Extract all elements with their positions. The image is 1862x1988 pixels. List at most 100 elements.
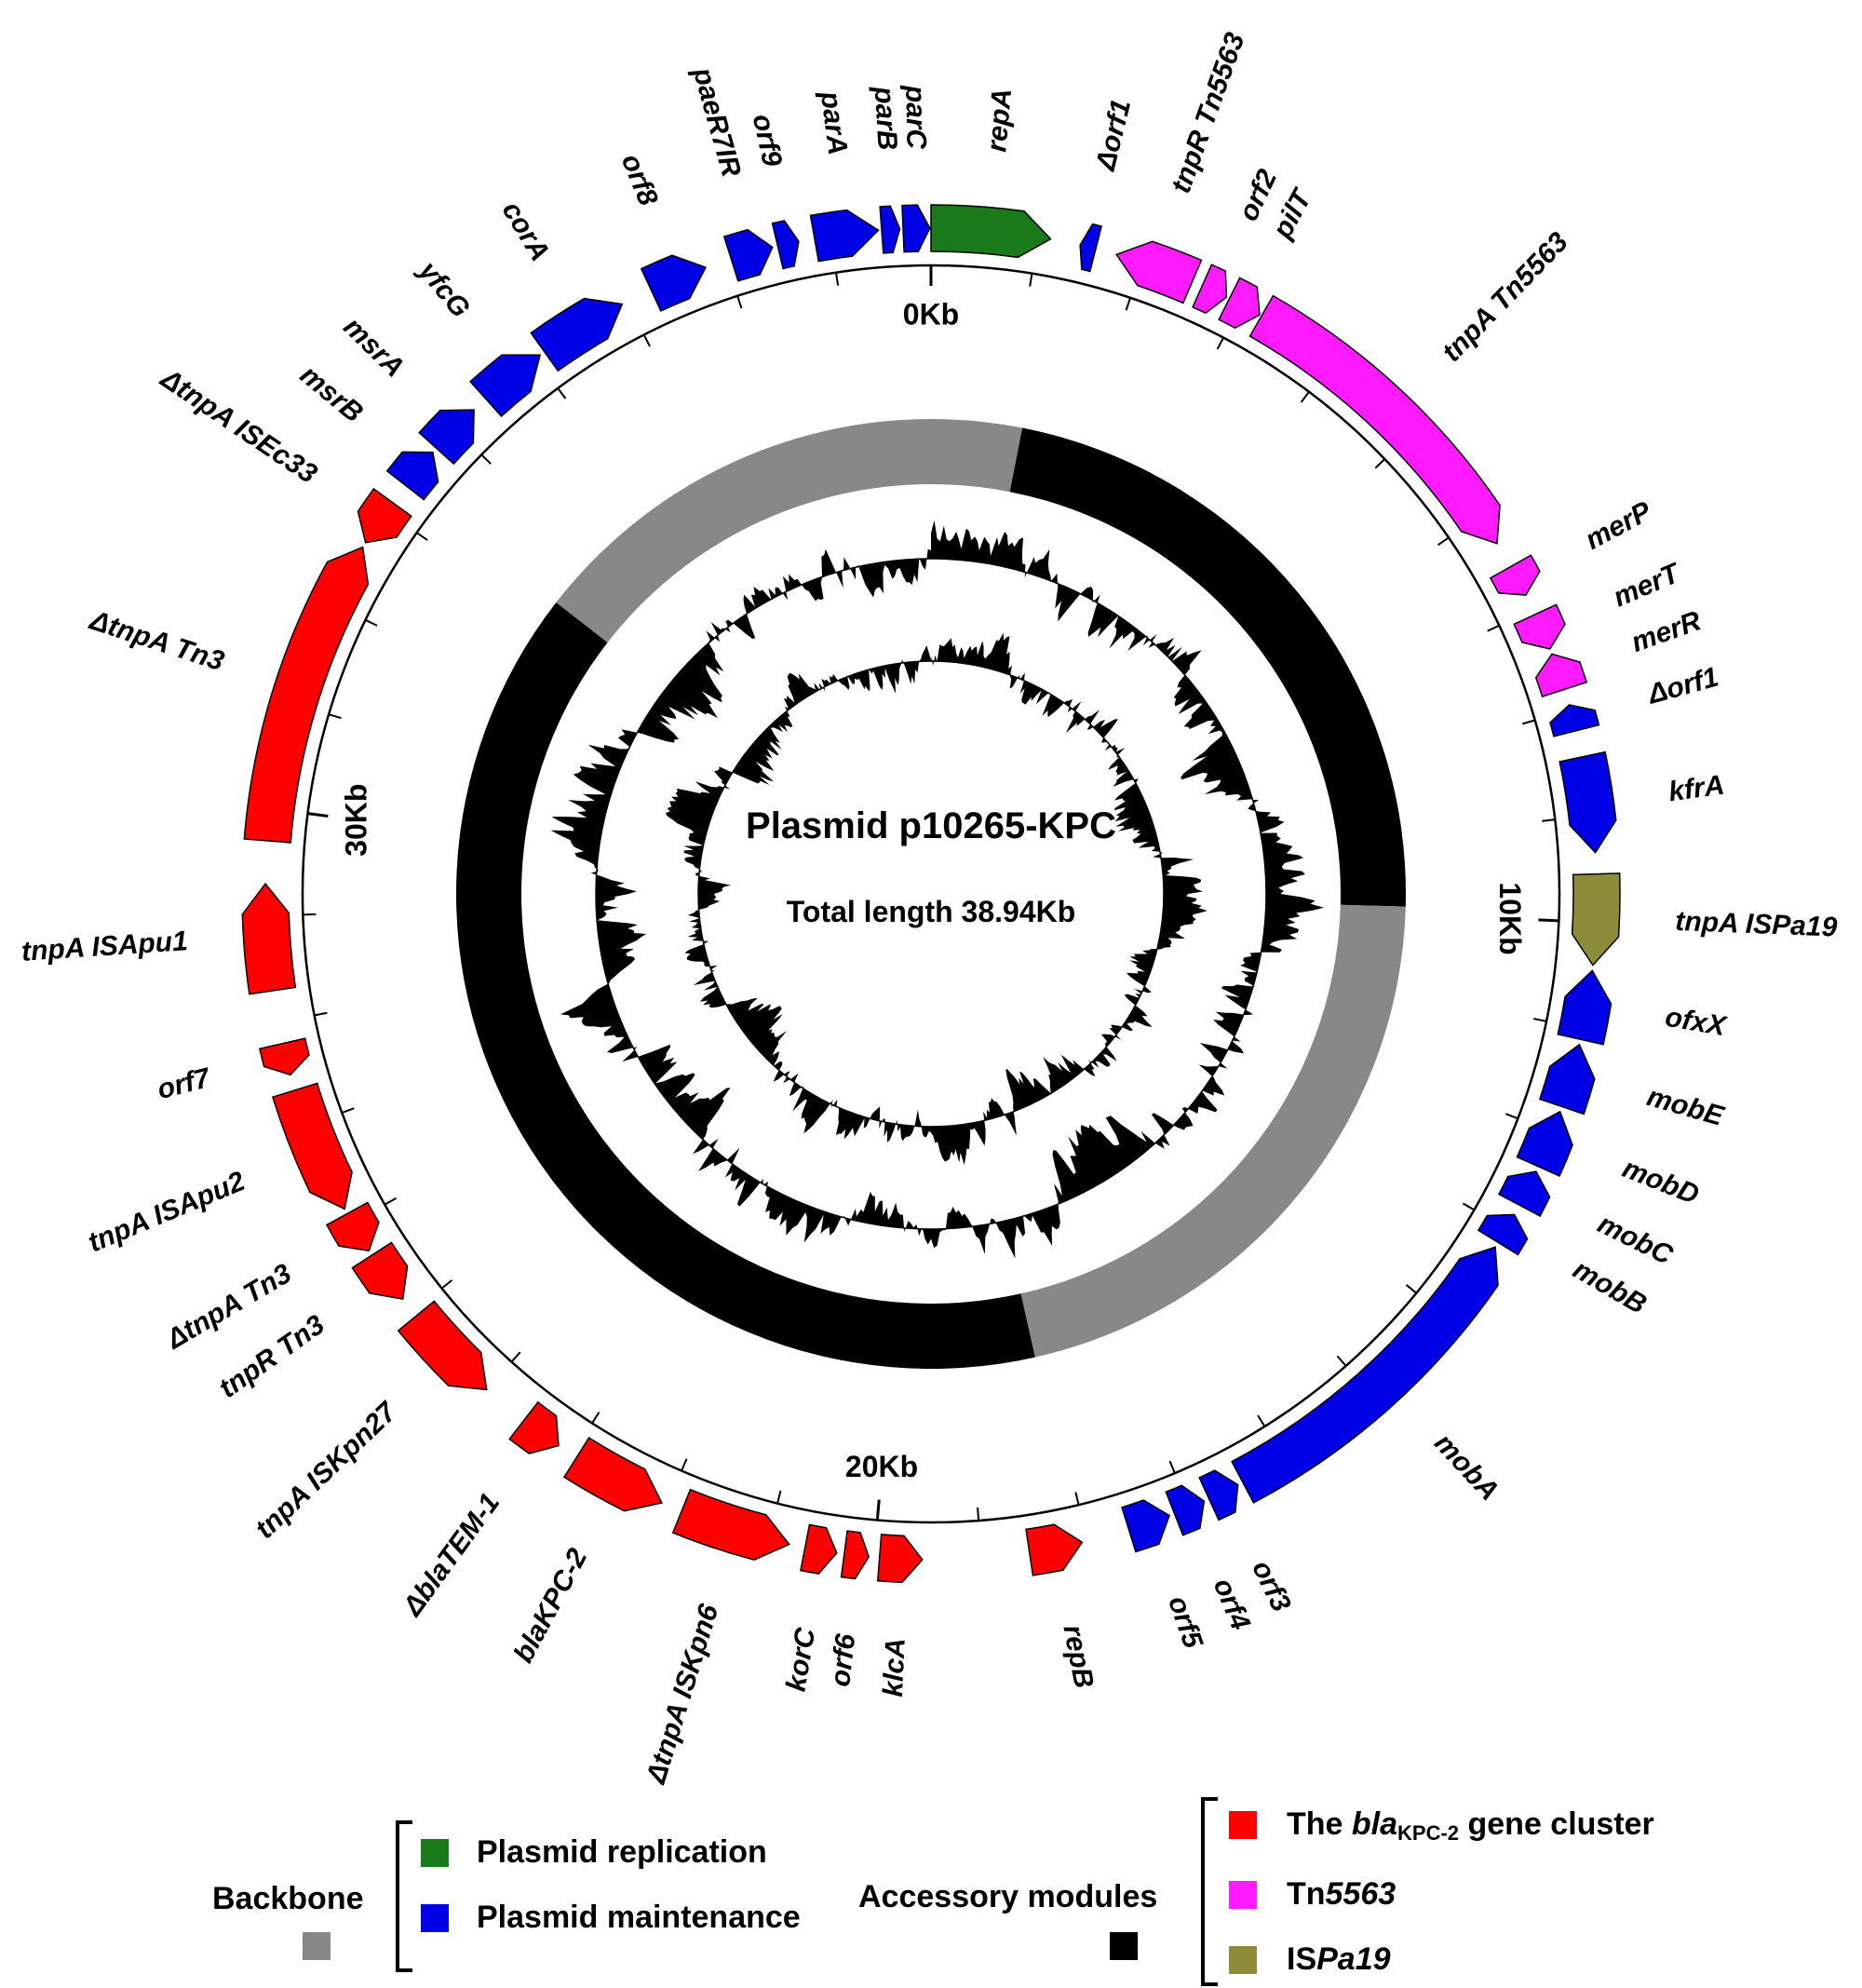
gene-arrow xyxy=(1489,554,1541,596)
gene-label: ΔtnpA Tn3 xyxy=(86,605,228,678)
gene-label: klcA xyxy=(878,1637,911,1697)
scale-tick xyxy=(736,295,743,309)
legend-backbone-label: Backbone xyxy=(212,1881,364,1916)
gene-label: repA xyxy=(981,88,1018,154)
gene-arrow xyxy=(351,1241,409,1301)
gene-arrow xyxy=(1025,1523,1084,1576)
scale-tick xyxy=(1504,1113,1518,1120)
legend-kpc-label: The blaKPC-2 gene cluster xyxy=(1287,1806,1654,1845)
gene-label: msrB xyxy=(294,359,369,428)
scale-tick xyxy=(1029,273,1033,287)
gene-arrow xyxy=(809,209,880,263)
gene-arrow xyxy=(243,546,370,844)
gene-arrow xyxy=(1538,1043,1596,1116)
legend-replication-label: Plasmid replication xyxy=(477,1834,767,1870)
scale-tick xyxy=(365,618,378,627)
gene-arrow xyxy=(1549,704,1600,737)
module-segment xyxy=(931,419,1023,493)
scale-tick xyxy=(1405,1284,1418,1294)
gene-label: paeR7IR xyxy=(687,63,747,181)
gene-arrow xyxy=(508,1400,560,1454)
legend-tn5563-label: Tn5563 xyxy=(1287,1876,1396,1912)
gene-label: orf5 xyxy=(1162,1592,1208,1654)
gene-label: ΔtnpA ISKpn6 xyxy=(641,1601,725,1788)
scale-tick xyxy=(341,1107,355,1115)
legend-backbone-swatch xyxy=(303,1932,331,1960)
gene-arrow xyxy=(800,1523,838,1575)
gene-arrow xyxy=(671,1488,790,1561)
scale-tick xyxy=(642,334,651,347)
gene-label: orf8 xyxy=(615,150,664,210)
module-ring xyxy=(456,419,1406,1369)
scale-tick xyxy=(1257,1414,1266,1427)
legend-ispa19-swatch xyxy=(1229,1946,1257,1974)
gene-arrow xyxy=(1571,872,1621,967)
scale-tick xyxy=(1374,458,1386,469)
scale-tick xyxy=(440,1279,453,1290)
gene-arrow xyxy=(722,228,774,282)
gene-arrow xyxy=(1192,264,1228,315)
gene-arrow xyxy=(530,297,624,372)
scale-tick xyxy=(1336,1355,1347,1367)
total-length: Total length 38.94Kb xyxy=(787,895,1076,928)
gene-label: msrA xyxy=(337,311,410,383)
scale-tick xyxy=(480,453,492,465)
gene-arrow xyxy=(1121,1499,1170,1553)
gene-arrow xyxy=(1477,1213,1529,1256)
gene-label: merP xyxy=(1580,495,1657,556)
gene-arrow xyxy=(1497,1170,1551,1217)
gene-arrow xyxy=(241,882,297,995)
gene-label: yfcG xyxy=(412,254,476,323)
gene-arrow xyxy=(1115,240,1203,304)
gene-arrow xyxy=(1079,223,1103,273)
gene-label: tnpR Tn5563 xyxy=(1166,29,1251,197)
module-segment xyxy=(1020,904,1406,1358)
legend-tn5563-swatch xyxy=(1229,1881,1257,1909)
scale-label: 30Kb xyxy=(340,784,373,857)
gene-label: ΔblaTEM-1 xyxy=(397,1488,506,1623)
gene-arrow xyxy=(469,354,542,418)
gene-label: tnpA ISApu1 xyxy=(20,926,189,967)
gene-arrow xyxy=(1165,1484,1206,1536)
legend-replication-swatch xyxy=(421,1839,449,1867)
gene-label: tnpA ISApu2 xyxy=(84,1166,250,1259)
gene-label: korC xyxy=(781,1625,822,1694)
scale-tick xyxy=(681,1458,688,1471)
scale-tick xyxy=(314,1011,328,1017)
legend-accessory-label: Accessory modules xyxy=(858,1879,1158,1914)
gene-arrow xyxy=(1558,751,1617,854)
gene-label: tnpR Tn3 xyxy=(213,1309,331,1404)
module-segment xyxy=(556,419,931,642)
scale-tick xyxy=(875,1499,881,1521)
gene-arrow xyxy=(930,204,1052,259)
scale-label: 20Kb xyxy=(845,1450,918,1483)
scale-tick xyxy=(384,1197,397,1206)
gene-label: tnpA ISKpn27 xyxy=(250,1396,403,1545)
gene-label: orf4 xyxy=(1208,1574,1257,1634)
gene-arrow xyxy=(1231,1246,1499,1504)
gene-label: orf3 xyxy=(1246,1556,1297,1617)
scale-tick xyxy=(1125,297,1132,311)
gene-label: tnpA ISPa19 xyxy=(1675,906,1838,943)
gene-arrow xyxy=(562,1437,663,1512)
module-segment xyxy=(1009,427,1406,907)
gene-label: Δorf1 xyxy=(1090,97,1137,174)
scale-tick xyxy=(557,387,567,399)
gene-arrow xyxy=(1513,603,1566,650)
scale-tick xyxy=(1168,1460,1176,1474)
gene-arrow xyxy=(325,1201,380,1251)
gene-arrow xyxy=(1557,969,1612,1046)
gene-arrow xyxy=(879,205,901,254)
gene-label: mobB xyxy=(1568,1254,1652,1320)
legend: Backbone Plasmid replication Plasmid mai… xyxy=(0,1797,1862,1988)
scale-tick xyxy=(416,532,428,541)
plasmid-name: Plasmid p10265-KPC xyxy=(746,805,1116,846)
scale-tick xyxy=(1487,624,1500,632)
gene-arrow xyxy=(640,254,708,312)
gene-label: orf9 xyxy=(747,111,788,169)
scale-tick xyxy=(1521,719,1535,725)
gene-label: Δorf1 xyxy=(1644,662,1722,710)
legend-backbone-bracket xyxy=(396,1820,412,1972)
scale-tick xyxy=(1462,1202,1475,1211)
